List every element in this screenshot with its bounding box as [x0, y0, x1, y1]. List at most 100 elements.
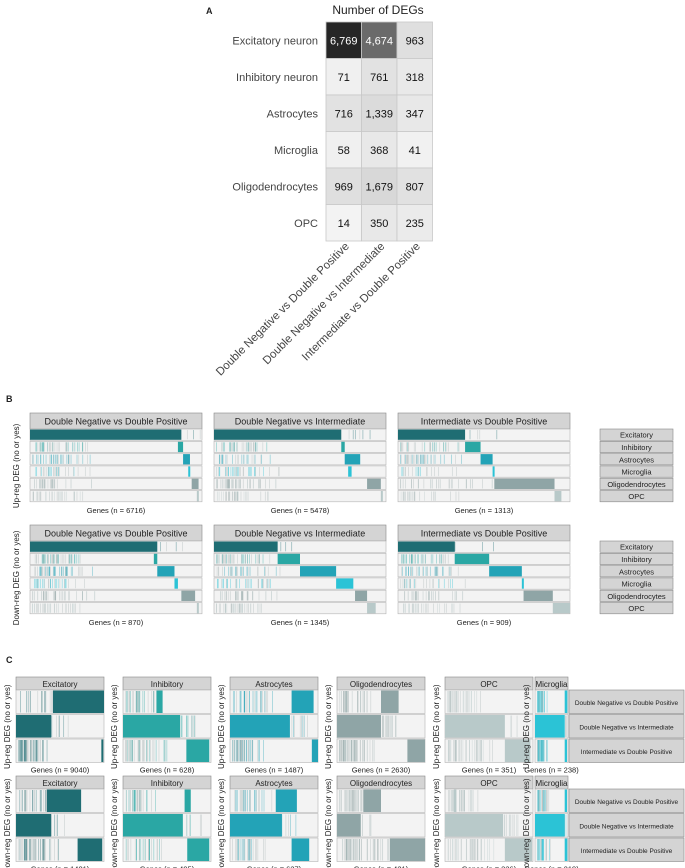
gene-tick — [61, 578, 63, 589]
deg-row — [397, 602, 571, 615]
gene-tick — [259, 790, 260, 812]
deg-block — [311, 739, 318, 762]
gene-tick — [49, 839, 51, 861]
gene-tick — [544, 790, 546, 812]
gene-tick — [263, 740, 264, 762]
gene-tick — [55, 566, 56, 576]
deg-block — [196, 603, 199, 614]
gene-tick — [68, 554, 70, 564]
gene-tick — [234, 740, 236, 762]
gene-tick — [450, 691, 451, 713]
gene-tick — [438, 578, 440, 589]
gene-tick — [49, 442, 51, 452]
gene-tick — [246, 691, 248, 713]
gene-tick — [77, 466, 79, 477]
deg-block — [291, 838, 310, 861]
gene-tick — [445, 442, 446, 452]
gene-tick — [65, 603, 67, 613]
gene-tick — [402, 491, 404, 501]
gene-tick — [411, 603, 413, 613]
gene-tick — [66, 491, 68, 501]
gene-tick — [33, 839, 35, 861]
gene-tick — [469, 479, 471, 489]
gene-tick — [453, 691, 454, 713]
deg-block — [123, 814, 183, 837]
gene-tick — [411, 554, 412, 564]
gene-tick — [247, 591, 249, 601]
gene-tick — [537, 839, 539, 861]
gene-tick — [60, 454, 62, 464]
gene-tick — [19, 790, 21, 812]
gene-tick — [261, 454, 263, 464]
gene-tick — [259, 466, 260, 477]
gene-tick — [216, 603, 218, 613]
gene-tick — [49, 566, 50, 576]
gene-tick — [232, 691, 234, 713]
gene-tick — [442, 566, 444, 576]
gene-tick — [132, 740, 133, 762]
gene-tick — [538, 691, 539, 713]
gene-tick — [216, 554, 218, 564]
gene-tick — [438, 591, 440, 601]
gene-tick — [20, 740, 22, 762]
gene-tick — [459, 790, 460, 812]
gene-tick — [439, 554, 440, 564]
gene-tick — [459, 740, 461, 762]
gene-tick — [66, 566, 68, 576]
gene-tick — [285, 542, 287, 552]
heatmap-cell-label: 368 — [370, 145, 388, 157]
gene-tick — [546, 691, 548, 713]
gene-tick — [459, 691, 461, 713]
gene-tick — [131, 740, 133, 762]
gene-tick — [249, 442, 251, 452]
gene-tick — [142, 740, 144, 762]
gene-tick — [454, 691, 456, 713]
gene-tick — [53, 554, 54, 564]
gene-tick — [510, 715, 512, 737]
gene-tick — [452, 578, 453, 589]
heatmap-cell-label: 347 — [406, 108, 424, 120]
gene-tick — [275, 566, 277, 576]
gene-tick — [352, 790, 354, 812]
gene-tick — [237, 491, 238, 501]
gene-tick — [367, 839, 368, 861]
deg-block — [214, 429, 342, 440]
row-strip-label: Double Negative vs Intermediate — [579, 823, 674, 830]
gene-tick — [51, 554, 53, 564]
facet-panel — [444, 788, 534, 862]
facet-panel — [15, 689, 105, 763]
deg-block — [191, 478, 199, 489]
gene-tick — [239, 790, 241, 812]
gene-tick — [151, 691, 153, 713]
gene-tick — [136, 839, 137, 861]
row-strip — [599, 477, 674, 490]
gene-tick — [247, 790, 248, 812]
gene-tick — [240, 479, 241, 489]
gene-tick — [443, 454, 445, 464]
gene-tick — [249, 839, 250, 861]
gene-tick — [51, 442, 53, 452]
gene-tick — [56, 479, 58, 489]
gene-tick — [415, 466, 417, 477]
gene-tick — [359, 740, 361, 762]
gene-tick — [450, 491, 451, 501]
gene-tick — [228, 466, 229, 477]
gene-tick — [32, 491, 34, 501]
gene-tick — [49, 479, 51, 489]
gene-tick — [548, 790, 550, 812]
gene-tick — [232, 839, 233, 861]
deg-row — [213, 490, 387, 503]
gene-tick — [416, 566, 417, 576]
gene-tick — [466, 839, 468, 861]
gene-tick — [250, 740, 251, 762]
gene-tick — [408, 603, 409, 613]
gene-tick — [36, 578, 37, 589]
gene-tick — [450, 740, 452, 762]
gene-tick — [247, 454, 249, 464]
gene-tick — [40, 491, 41, 501]
facet-ylabel: Up-reg DEG (no or yes) — [3, 684, 12, 769]
gene-tick — [264, 691, 266, 713]
gene-tick — [470, 790, 471, 812]
gene-tick — [70, 479, 72, 489]
gene-tick — [235, 466, 237, 477]
